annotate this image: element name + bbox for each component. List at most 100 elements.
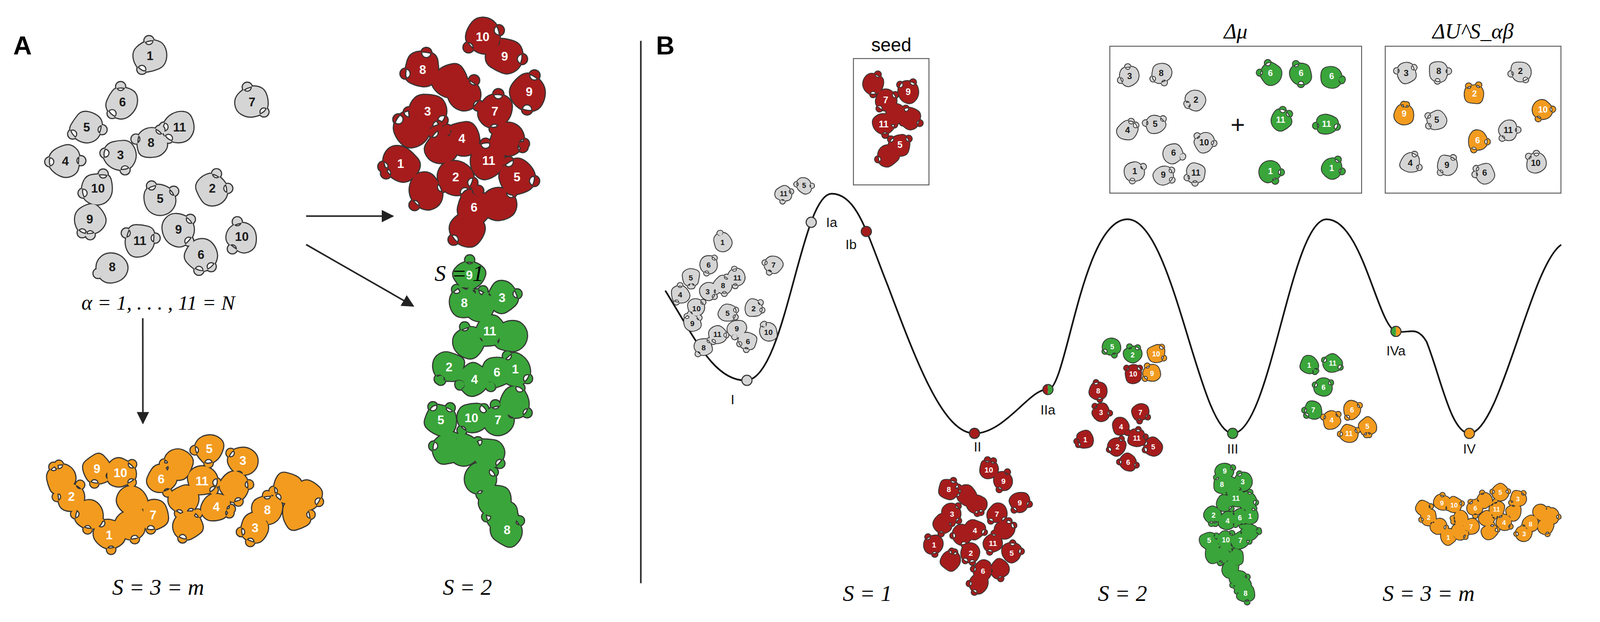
inset-heading: ΔU^S_αβ [1432, 19, 1514, 44]
puzzle-piece [219, 471, 253, 507]
piece-outline [1074, 430, 1094, 449]
piece-number: 2 [968, 548, 973, 558]
piece-number: 7 [1311, 405, 1316, 415]
puzzle-piece [1112, 417, 1131, 436]
puzzle-piece [1231, 577, 1252, 595]
piece-outline [759, 321, 777, 341]
piece-number: 10 [764, 327, 773, 337]
puzzle-piece [794, 178, 815, 195]
piece-outline [1452, 524, 1469, 541]
piece-outline [1526, 150, 1547, 173]
puzzle-piece [762, 256, 784, 275]
piece-number: 3 [498, 290, 506, 306]
puzzle-piece [1300, 356, 1319, 375]
piece-outline [1009, 492, 1033, 513]
puzzle-piece [1142, 363, 1161, 381]
puzzle-piece [1498, 120, 1521, 141]
puzzle-piece [700, 255, 717, 276]
piece-number: 3 [423, 104, 431, 119]
piece-number: 6 [1268, 68, 1273, 79]
piece-outline [196, 169, 233, 206]
puzzle-piece [47, 460, 76, 494]
state-label: IIa [1040, 402, 1056, 419]
piece-number: 6 [1237, 513, 1242, 523]
piece-number: 6 [1350, 405, 1355, 415]
piece-number: 4 [458, 131, 465, 146]
puzzle-piece [1142, 437, 1163, 456]
piece-number: 1 [1268, 166, 1273, 177]
piece-number: 2 [452, 170, 459, 185]
piece-outline [966, 574, 989, 596]
puzzle-piece [1123, 344, 1142, 363]
piece-number: 5 [437, 413, 444, 428]
piece-number: 5 [83, 120, 90, 135]
piece-outline [1312, 378, 1334, 396]
piece-outline [78, 169, 113, 205]
state-marker-half [1048, 384, 1054, 395]
piece-number: 3 [705, 286, 710, 296]
piece-number: 1 [397, 156, 404, 172]
puzzle-piece [1117, 118, 1139, 140]
piece-number: 1 [1446, 533, 1450, 542]
piece-number: 9 [1149, 369, 1155, 378]
puzzle-pieces [45, 17, 1561, 605]
puzzle-piece [1532, 99, 1556, 122]
puzzle-piece [1271, 106, 1293, 132]
piece-number: 8 [419, 62, 426, 78]
piece-number: 1 [932, 540, 937, 550]
puzzle-piece [1481, 522, 1500, 540]
piece-number: 1 [146, 48, 154, 64]
puzzle-piece [1184, 163, 1205, 186]
piece-outline [1117, 118, 1139, 140]
piece-outline [1001, 540, 1025, 564]
puzzle-piece [184, 238, 218, 275]
piece-outline [1089, 380, 1107, 403]
piece-number: 6 [1475, 135, 1480, 146]
puzzle-piece [1358, 417, 1376, 438]
puzzle-piece [993, 469, 1013, 493]
assembly-label-group: S = 1 [434, 260, 485, 287]
piece-outline [687, 299, 706, 317]
puzzle-piece [477, 188, 517, 221]
piece-outline [1301, 401, 1322, 419]
puzzle-piece [173, 509, 203, 544]
piece-outline [1124, 364, 1143, 384]
piece-number: 8 [1219, 480, 1224, 489]
piece-number: 5 [1152, 119, 1158, 130]
piece-number: 4 [1502, 518, 1506, 527]
piece-outline [226, 217, 256, 254]
puzzle-piece [1241, 524, 1261, 541]
energy-landscape-curve [665, 193, 1562, 434]
piece-outline [131, 125, 167, 157]
puzzle-piece [409, 172, 448, 211]
inset-box: ΔU^S_αβ [1384, 45, 1562, 194]
piece-outline [1184, 163, 1205, 186]
piece-number: 7 [1238, 536, 1243, 545]
piece-outline [45, 145, 86, 178]
piece-number: 10 [475, 29, 490, 45]
piece-number: 11 [482, 153, 496, 169]
puzzle-piece [269, 472, 303, 504]
puzzle-piece [987, 559, 1010, 582]
assembly-label: S = 3 = m [1382, 580, 1475, 607]
piece-number: 11 [133, 233, 146, 249]
assembly-label-group: S = 3 = m [112, 574, 204, 601]
inset-heading: seed [871, 34, 912, 57]
piece-outline [1124, 162, 1147, 184]
piece-number: 5 [725, 308, 730, 318]
piece-outline [966, 495, 988, 517]
puzzle-piece [1526, 150, 1547, 173]
puzzle-piece [448, 209, 486, 248]
piece-number: 1 [105, 528, 113, 543]
piece-number: 3 [950, 509, 955, 518]
puzzle-piece [159, 449, 193, 480]
state-markers [741, 217, 1475, 439]
piece-number: 11 [1232, 494, 1240, 503]
puzzle-piece [1312, 114, 1341, 134]
puzzle-piece [498, 351, 533, 386]
piece-number: 5 [1110, 342, 1115, 351]
piece-number: 6 [119, 95, 126, 110]
piece-outline [162, 214, 195, 247]
